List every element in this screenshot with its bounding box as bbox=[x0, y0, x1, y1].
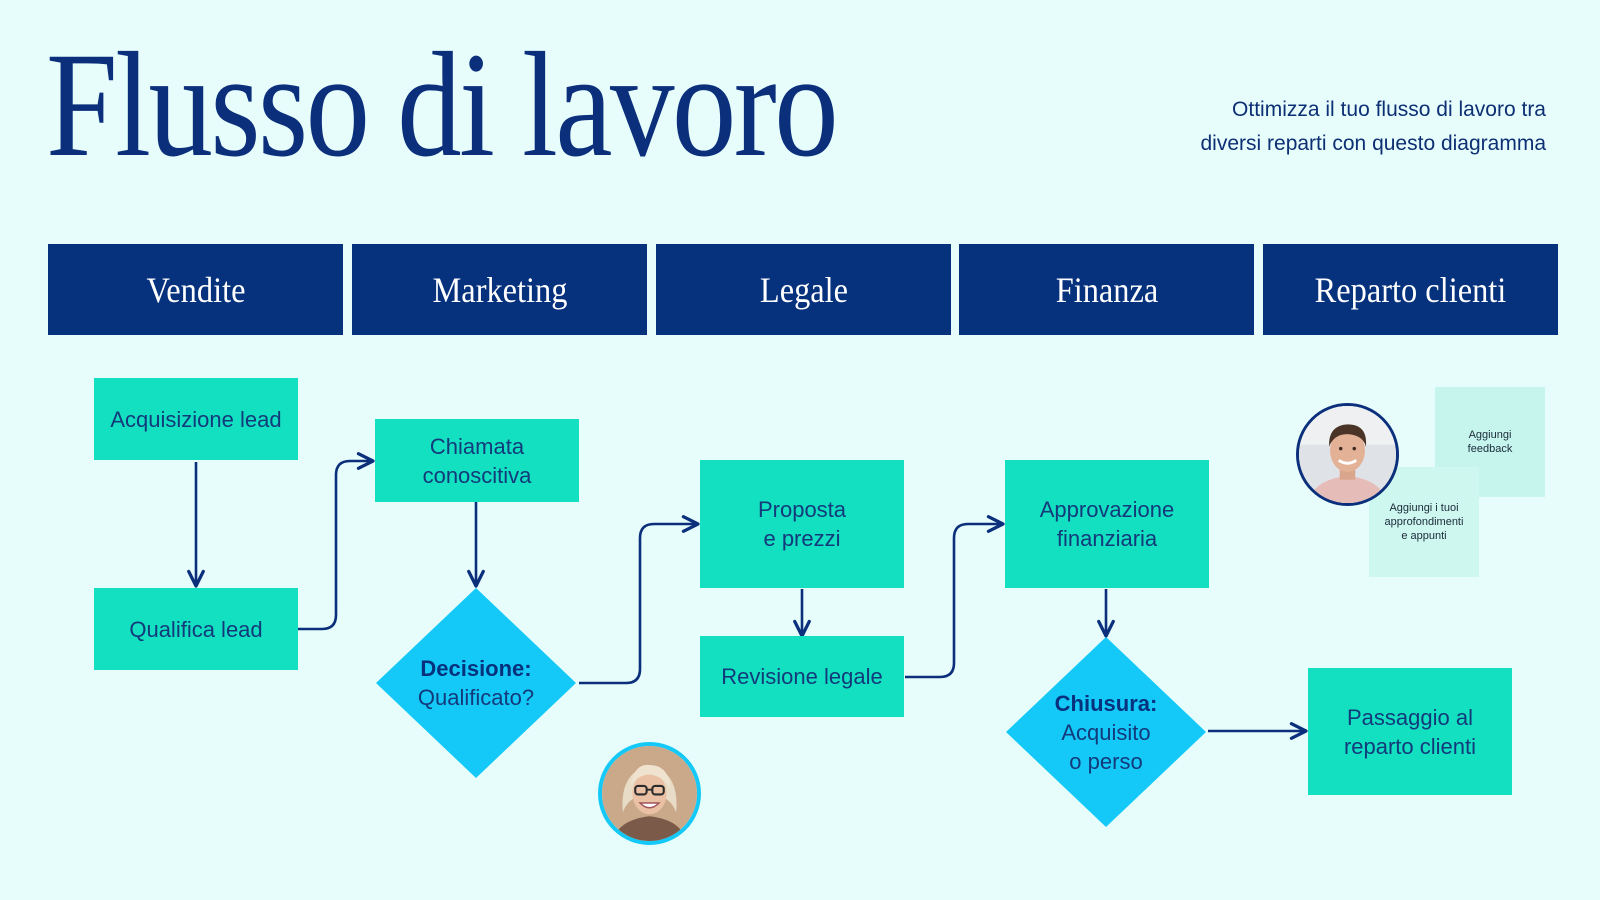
lane-header-marketing: Marketing bbox=[352, 244, 647, 335]
node-acquisizione-lead[interactable]: Acquisizione lead bbox=[94, 378, 298, 460]
page-title: Flusso di lavoro bbox=[46, 22, 839, 188]
lane-header-finanza: Finanza bbox=[959, 244, 1254, 335]
node-chiamata-conoscitiva[interactable]: Chiamata conoscitiva bbox=[375, 419, 579, 502]
subtitle-line: diversi reparti con questo diagramma bbox=[1200, 132, 1547, 155]
connector-revisione-approvazione bbox=[905, 515, 1005, 679]
swimlane-headers: Vendite Marketing Legale Finanza Reparto… bbox=[48, 244, 1558, 335]
decision-qualificato[interactable]: Decisione: Qualificato? bbox=[376, 588, 576, 778]
avatar-woman-icon[interactable] bbox=[598, 742, 701, 845]
subtitle: Ottimizza il tuo flusso di lavoro tra di… bbox=[1116, 93, 1547, 161]
decision-text: Qualificato? bbox=[417, 685, 535, 710]
decision-text: Acquisito bbox=[1061, 719, 1151, 745]
decision-chiusura[interactable]: Chiusura: Acquisito o perso bbox=[1006, 637, 1206, 827]
connector-decisione-proposta bbox=[579, 515, 700, 685]
subtitle-line: Ottimizza il tuo flusso di lavoro tra bbox=[1232, 98, 1546, 121]
node-approvazione-finanziaria[interactable]: Approvazione finanziaria bbox=[1005, 460, 1209, 588]
decision-text: o perso bbox=[1069, 748, 1143, 774]
avatar-man-icon[interactable] bbox=[1296, 403, 1399, 506]
node-passaggio-reparto-clienti[interactable]: Passaggio al reparto clienti bbox=[1308, 668, 1512, 795]
decision-label: Chiusura: bbox=[1054, 690, 1158, 716]
node-revisione-legale[interactable]: Revisione legale bbox=[700, 636, 904, 717]
lane-header-legale: Legale bbox=[656, 244, 951, 335]
lane-header-reparto-clienti: Reparto clienti bbox=[1263, 244, 1558, 335]
node-qualifica-lead[interactable]: Qualifica lead bbox=[94, 588, 298, 670]
node-proposta-prezzi[interactable]: Proposta e prezzi bbox=[700, 460, 904, 588]
lane-header-vendite: Vendite bbox=[48, 244, 343, 335]
decision-label: Decisione: bbox=[420, 656, 532, 681]
connector-qualifica-chiamata bbox=[298, 452, 375, 631]
